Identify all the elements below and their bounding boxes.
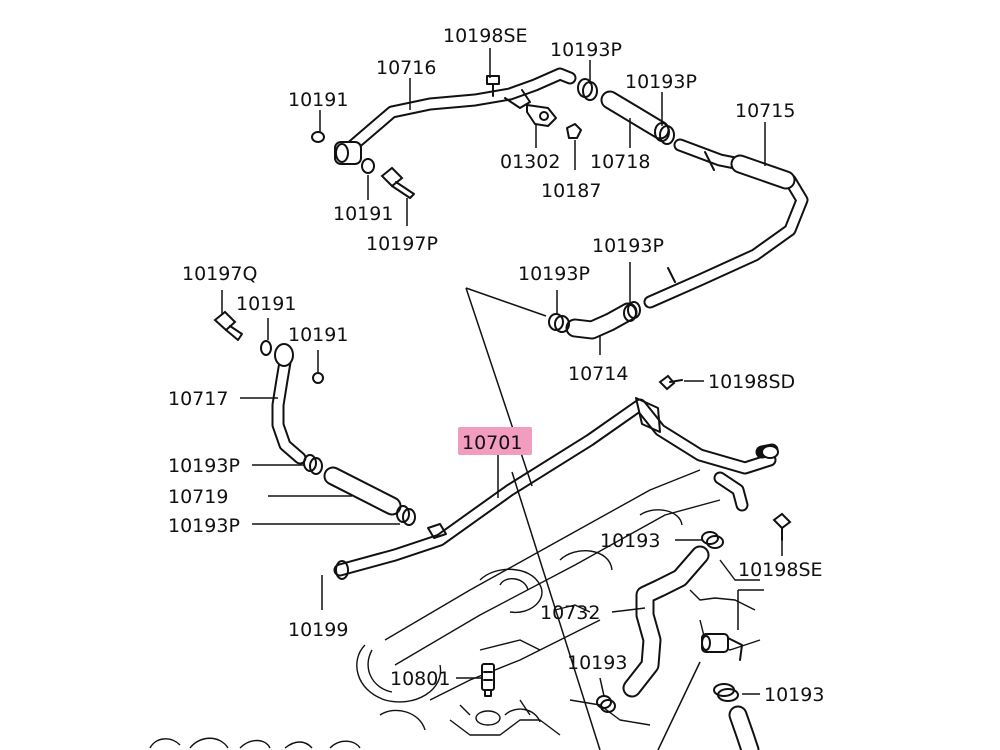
label-10714: 10714 (568, 363, 628, 385)
hose-10732 (622, 545, 710, 698)
sensor-10801 (481, 663, 495, 697)
label-10732: 10732 (540, 602, 600, 624)
bolt-10198SD (658, 374, 683, 391)
label-10716: 10716 (376, 57, 436, 79)
bracket-01302 (526, 104, 557, 127)
label-10801: 10801 (390, 668, 450, 690)
gasket-10191-c (260, 340, 272, 356)
label-10193P-f: 10193P (168, 515, 240, 537)
label-10193P-d: 10193P (518, 263, 590, 285)
clamp-10193P-a (577, 78, 598, 101)
label-10198SE-top: 10198SE (443, 25, 528, 47)
label-10193P-c: 10193P (592, 235, 664, 257)
hose-lower-right (728, 705, 760, 750)
leader-lines (221, 48, 783, 750)
pipe-10716 (334, 67, 577, 165)
label-10187: 10187 (541, 180, 601, 202)
bolt-10198SE-bot (772, 512, 792, 541)
pipe-10701 (333, 397, 779, 577)
fitting-lower (701, 633, 743, 661)
label-10717: 10717 (168, 388, 228, 410)
gasket-10191-d (312, 372, 324, 384)
clamp-10193P-f (396, 505, 416, 526)
label-10718: 10718 (590, 151, 650, 173)
label-10719: 10719 (168, 486, 228, 508)
label-10198SD: 10198SD (708, 371, 795, 393)
label-10193-a: 10193 (600, 530, 660, 552)
pipe-10715 (643, 138, 809, 309)
bolt-10197Q (213, 310, 243, 341)
bolt-10197P (380, 166, 415, 199)
label-10197P: 10197P (366, 233, 438, 255)
label-10193P-e: 10193P (168, 455, 240, 477)
engine-block (149, 469, 761, 749)
label-10193-b: 10193 (567, 652, 627, 674)
hose-10719 (323, 466, 402, 516)
label-01302: 01302 (500, 151, 560, 173)
label-10715: 10715 (735, 100, 795, 122)
hose-10718 (600, 90, 670, 140)
hose-10714 (565, 302, 638, 340)
label-10193P-b: 10193P (625, 71, 697, 93)
clamp-10193P-e (303, 454, 323, 475)
label-10198SE-bot: 10198SE (738, 559, 823, 581)
label-10193-c: 10193 (764, 684, 824, 706)
clamp-10193-c (713, 683, 739, 702)
label-10191-c: 10191 (236, 293, 296, 315)
pipe-10717 (271, 343, 307, 465)
label-10191-a: 10191 (288, 89, 348, 111)
part-labels: 10198SE 10193P 10716 10193P 10191 10715 … (168, 25, 824, 706)
nut-10187 (566, 123, 582, 139)
highlight-10701 (458, 427, 532, 455)
label-10701: 10701 (462, 432, 522, 454)
label-10197Q: 10197Q (182, 263, 257, 285)
clamp-10193-a (701, 531, 724, 549)
clamp-10193P-d (548, 313, 570, 333)
gasket-10191-a (311, 131, 325, 143)
label-10191-b: 10191 (333, 203, 393, 225)
label-10191-d: 10191 (288, 324, 348, 346)
pipe-10199-end (335, 560, 349, 580)
gasket-10191-b (361, 158, 375, 174)
label-10193P-a: 10193P (550, 39, 622, 61)
label-10199: 10199 (288, 619, 348, 641)
bolt-10198SE-top (486, 75, 500, 97)
